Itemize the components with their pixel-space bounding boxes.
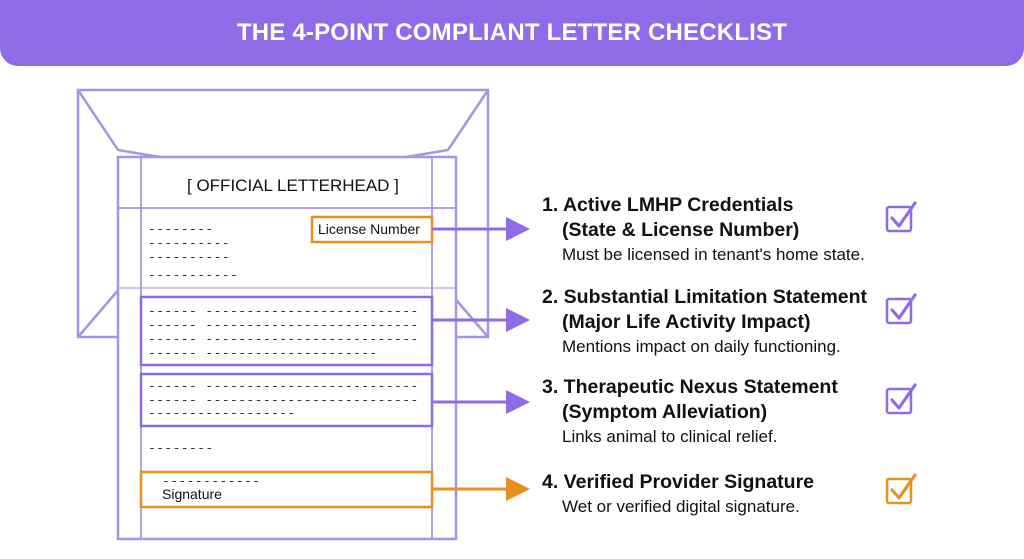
checklist-item-3-title: 3. Therapeutic Nexus Statement <box>542 376 838 398</box>
placeholder-line: ----------- <box>148 268 239 283</box>
arrow-right-icon <box>432 390 530 414</box>
arrow-right-icon <box>432 217 530 241</box>
checklist-item-3-description: Links animal to clinical relief. <box>562 427 778 446</box>
placeholder-line: ------ -------------------------- <box>148 304 419 319</box>
checkbox-icon <box>885 473 917 505</box>
checkbox-icon <box>885 201 917 233</box>
checklist-item-1-title: 1. Active LMHP Credentials <box>542 194 794 216</box>
header-banner: THE 4-POINT COMPLIANT LETTER CHECKLIST <box>0 0 1024 66</box>
signature-label: Signature <box>162 486 222 502</box>
placeholder-line: ---------- <box>148 250 231 265</box>
page-title: THE 4-POINT COMPLIANT LETTER CHECKLIST <box>236 19 788 46</box>
placeholder-line: ------ -------------------------- <box>148 318 419 333</box>
placeholder-line: ------------------ <box>148 406 296 421</box>
placeholder-line: ------ --------------------- <box>148 346 378 361</box>
checklist-item-3-subtitle: (Symptom Alleviation) <box>562 401 768 423</box>
placeholder-line: ------ -------------------------- <box>148 379 419 394</box>
checklist-item-1-subtitle: (State & License Number) <box>562 219 800 241</box>
checkbox-icon <box>885 293 917 325</box>
limitation-box <box>139 295 434 367</box>
letterhead-label: [ OFFICIAL LETTERHEAD ] <box>187 176 399 195</box>
nexus-box <box>139 372 434 428</box>
checklist-item-4-title: 4. Verified Provider Signature <box>542 471 815 493</box>
license-number-label: License Number <box>318 221 420 237</box>
arrow-right-icon <box>432 477 530 501</box>
placeholder-line: ------------ <box>162 474 261 489</box>
arrow-right-icon <box>432 308 530 332</box>
placeholder-line: ------ -------------------------- <box>148 393 419 408</box>
checklist-item-2-title: 2. Substantial Limitation Statement <box>542 286 868 308</box>
placeholder-line: -------- <box>148 441 214 456</box>
placeholder-line: -------- <box>148 222 214 237</box>
checkbox-icon <box>885 383 917 415</box>
checklist-item-1-description: Must be licensed in tenant's home state. <box>562 245 865 264</box>
checklist-item-2-description: Mentions impact on daily functioning. <box>562 337 841 356</box>
checklist-item-2-subtitle: (Major Life Activity Impact) <box>562 311 811 333</box>
placeholder-line: ------ -------------------------- <box>148 332 419 347</box>
checklist-item-4-description: Wet or verified digital signature. <box>562 497 800 516</box>
placeholder-line: ---------- <box>148 236 231 251</box>
